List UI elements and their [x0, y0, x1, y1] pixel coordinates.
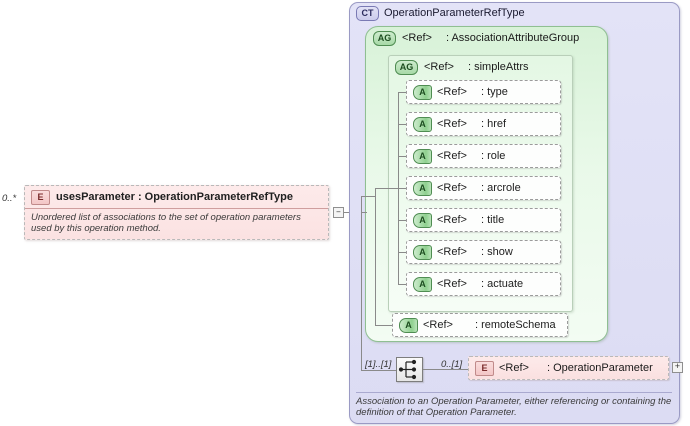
attribute-icon: A: [413, 276, 432, 292]
connector-line: [398, 124, 407, 125]
connector-line: [398, 188, 407, 189]
attribute-row[interactable]: A <Ref> : role: [406, 144, 561, 168]
attribute-row[interactable]: A <Ref> : href: [406, 112, 561, 136]
attributegroup-icon: AG: [395, 59, 418, 75]
connector-line: [398, 220, 407, 221]
attribute-group-ref: <Ref>: [402, 32, 432, 44]
attribute-icon: A: [413, 244, 432, 260]
connector-line: [398, 252, 407, 253]
connector-line: [398, 92, 407, 93]
attribute-ref: <Ref>: [437, 118, 467, 130]
attribute-row-remote-schema[interactable]: A <Ref> : remoteSchema: [392, 313, 568, 337]
attribute-name: : remoteSchema: [474, 319, 556, 331]
sequence-cardinality-label: [1]..[1]: [365, 359, 392, 370]
operation-parameter-cardinality-label: 0..[1]: [441, 359, 463, 370]
attribute-name: : title: [480, 214, 505, 226]
sequence-compositor-glyph: [398, 359, 417, 380]
attribute-row[interactable]: A <Ref> : arcrole: [406, 176, 561, 200]
attribute-name: : role: [480, 150, 506, 162]
element-name: usesParameter : OperationParameterRefTyp…: [56, 191, 294, 203]
collapse-toggle-icon[interactable]: –: [333, 207, 344, 218]
operation-parameter-name: : OperationParameter: [546, 362, 653, 374]
attribute-icon: A: [413, 180, 432, 196]
attribute-group-association-title[interactable]: AG <Ref> : AssociationAttributeGroup: [373, 30, 579, 46]
attribute-row[interactable]: A <Ref> : title: [406, 208, 561, 232]
attribute-name: : type: [480, 86, 508, 98]
attribute-icon: A: [413, 84, 432, 100]
connector-line: [361, 212, 367, 213]
complextype-title: OperationParameterRefType: [384, 7, 525, 19]
element-icon: E: [31, 189, 50, 205]
attribute-row[interactable]: A <Ref> : type: [406, 80, 561, 104]
left-cardinality-label: 0..*: [2, 193, 17, 204]
connector-line: [361, 196, 375, 197]
attribute-name: : arcrole: [480, 182, 521, 194]
attribute-ref: <Ref>: [423, 319, 453, 331]
element-icon: E: [475, 360, 494, 376]
connector-line: [398, 156, 407, 157]
connector-line: [375, 188, 398, 189]
attribute-group-simpleattrs-title[interactable]: AG <Ref> : simpleAttrs: [395, 59, 528, 75]
attribute-ref: <Ref>: [437, 182, 467, 194]
connector-line: [375, 325, 393, 326]
attribute-icon: A: [413, 212, 432, 228]
complextype-documentation: Association to an Operation Parameter, e…: [356, 392, 672, 418]
attribute-icon: A: [399, 317, 418, 333]
connector-line: [398, 284, 407, 285]
attribute-group-name: : simpleAttrs: [467, 61, 529, 73]
complextype-icon: CT: [356, 5, 379, 21]
complextype-title-row: CT OperationParameterRefType: [356, 5, 525, 21]
attribute-name: : show: [480, 246, 513, 258]
attribute-icon: A: [413, 116, 432, 132]
attribute-icon: A: [413, 148, 432, 164]
element-operation-parameter[interactable]: E <Ref> : OperationParameter: [468, 356, 669, 380]
attributegroup-icon: AG: [373, 30, 396, 46]
attribute-group-name: : AssociationAttributeGroup: [445, 32, 580, 44]
expand-toggle-icon[interactable]: +: [672, 362, 683, 373]
attribute-name: : href: [480, 118, 507, 130]
attribute-ref: <Ref>: [437, 214, 467, 226]
connector-line: [361, 370, 396, 371]
connector-line: [375, 188, 376, 325]
connector-line: [423, 369, 469, 370]
element-documentation: Unordered list of associations to the se…: [31, 212, 301, 234]
attribute-row[interactable]: A <Ref> : show: [406, 240, 561, 264]
operation-parameter-ref: <Ref>: [499, 362, 529, 374]
attribute-group-ref: <Ref>: [424, 61, 454, 73]
attribute-ref: <Ref>: [437, 86, 467, 98]
attribute-ref: <Ref>: [437, 150, 467, 162]
attribute-name: : actuate: [480, 278, 524, 290]
sequence-compositor-icon[interactable]: [396, 357, 423, 382]
connector-line: [361, 196, 362, 370]
attribute-ref: <Ref>: [437, 278, 467, 290]
attribute-row[interactable]: A <Ref> : actuate: [406, 272, 561, 296]
attribute-ref: <Ref>: [437, 246, 467, 258]
